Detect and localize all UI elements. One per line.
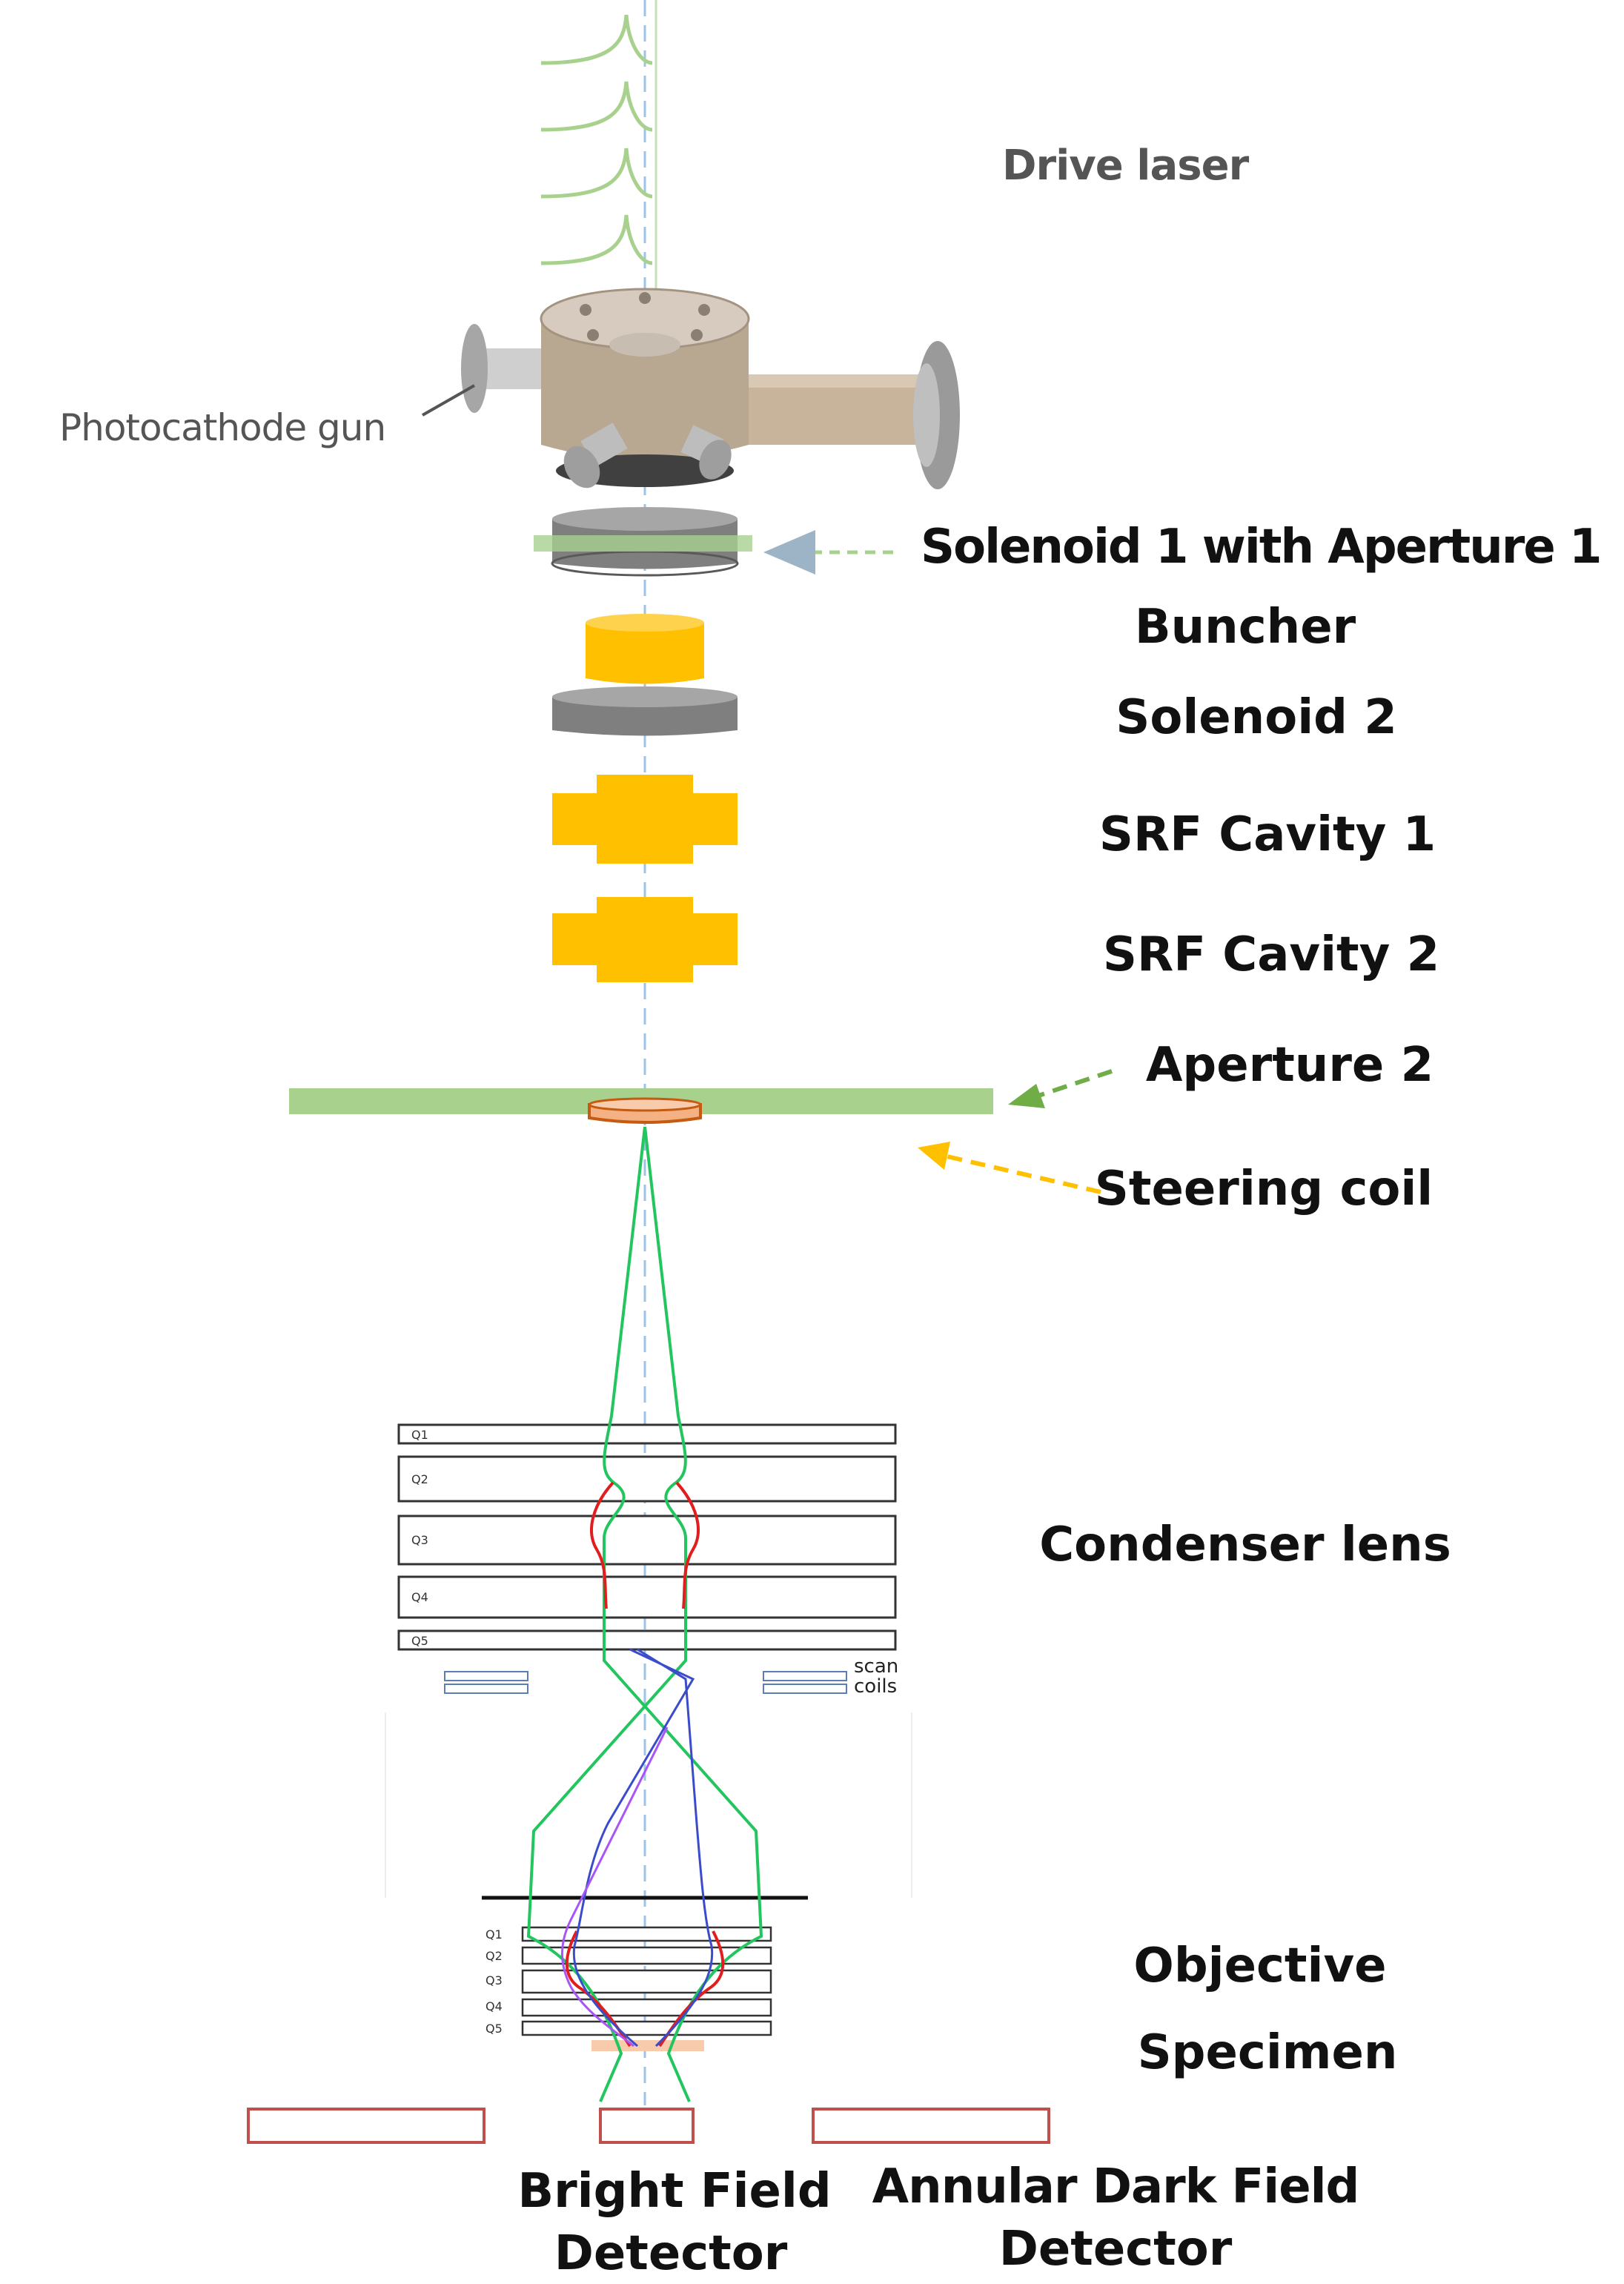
aperture-2-label: Aperture 2 bbox=[1145, 1038, 1434, 1093]
srf-cavity-1 bbox=[552, 775, 738, 864]
srf-cavity-1-label: SRF Cavity 1 bbox=[1098, 807, 1436, 862]
condenser-q5 bbox=[397, 1629, 897, 1651]
objective-q4 bbox=[521, 1998, 772, 2017]
bright-field-detector-label-line2: Detector bbox=[554, 2226, 788, 2281]
aperture-1-arrow bbox=[763, 530, 893, 575]
bright-field-detector bbox=[599, 2108, 695, 2144]
aperture-1 bbox=[534, 535, 752, 552]
condenser-q4 bbox=[397, 1575, 897, 1619]
objective-q5 bbox=[521, 2020, 772, 2036]
srf-cavity-2-label: SRF Cavity 2 bbox=[1102, 927, 1440, 982]
condenser-quadrupoles bbox=[397, 1423, 897, 1651]
drive-laser-label: Drive laser bbox=[1002, 142, 1249, 190]
solenoid-2-label: Solenoid 2 bbox=[1116, 690, 1397, 745]
beam-column-frame bbox=[385, 1712, 912, 1898]
steering-coil-arrow bbox=[918, 1142, 1101, 1194]
objective-q5-label: Q5 bbox=[485, 2022, 503, 2036]
objective-q4-label: Q4 bbox=[485, 1999, 503, 2013]
adf-detector-label-line2: Detector bbox=[998, 2222, 1233, 2277]
specimen bbox=[591, 2040, 704, 2051]
objective-q1 bbox=[521, 1926, 772, 1942]
condenser-q4-label: Q4 bbox=[411, 1590, 428, 1604]
objective-quadrupoles bbox=[521, 1926, 772, 2036]
condenser-q2-label: Q2 bbox=[411, 1472, 428, 1486]
objective-q2 bbox=[521, 1946, 772, 1965]
photocathode-gun-label: Photocathode gun bbox=[59, 406, 386, 449]
condenser-q1-label: Q1 bbox=[411, 1428, 428, 1442]
objective-q1-label: Q1 bbox=[485, 1927, 503, 1942]
solenoid-1 bbox=[551, 507, 739, 577]
buncher-label: Buncher bbox=[1134, 600, 1356, 655]
condenser-q1 bbox=[397, 1423, 897, 1445]
condenser-lens-label: Condenser lens bbox=[1039, 1517, 1451, 1572]
condenser-q2 bbox=[397, 1455, 897, 1503]
ray-purple bbox=[560, 1727, 669, 2048]
solenoid-1-label: Solenoid 1 with Aperture 1 bbox=[921, 520, 1603, 575]
aperture-2-arrow bbox=[1008, 1069, 1113, 1108]
annular-detector-left bbox=[247, 2108, 485, 2144]
ray-blue bbox=[572, 1648, 714, 2048]
condenser-q5-label: Q5 bbox=[411, 1634, 428, 1648]
objective-q3-label: Q3 bbox=[485, 1973, 503, 1987]
steering-coil bbox=[588, 1097, 702, 1124]
annular-detector-right bbox=[812, 2108, 1050, 2144]
scan-coils bbox=[444, 1671, 847, 1694]
adf-detector-label-line1: Annular Dark Field bbox=[872, 2159, 1360, 2214]
objective-q3 bbox=[521, 1969, 772, 1994]
specimen-label: Specimen bbox=[1137, 2025, 1398, 2080]
srf-cavity-2 bbox=[552, 897, 738, 982]
coils-label: coils bbox=[854, 1675, 898, 1698]
buncher bbox=[586, 614, 704, 684]
condenser-q3 bbox=[397, 1515, 897, 1566]
drive-laser-pulses-icon bbox=[540, 0, 657, 289]
solenoid-2 bbox=[552, 686, 738, 736]
photocathode-gun-pointer bbox=[422, 384, 475, 417]
steering-coil-label: Steering coil bbox=[1094, 1162, 1434, 1217]
objective-q2-label: Q2 bbox=[485, 1949, 503, 1963]
photocathode-gun-icon bbox=[461, 288, 960, 489]
objective-label: Objective bbox=[1133, 1939, 1387, 1993]
condenser-q3-label: Q3 bbox=[411, 1533, 428, 1547]
bright-field-detector-label-line1: Bright Field bbox=[517, 2164, 832, 2219]
scan-label: scan bbox=[854, 1655, 899, 1678]
